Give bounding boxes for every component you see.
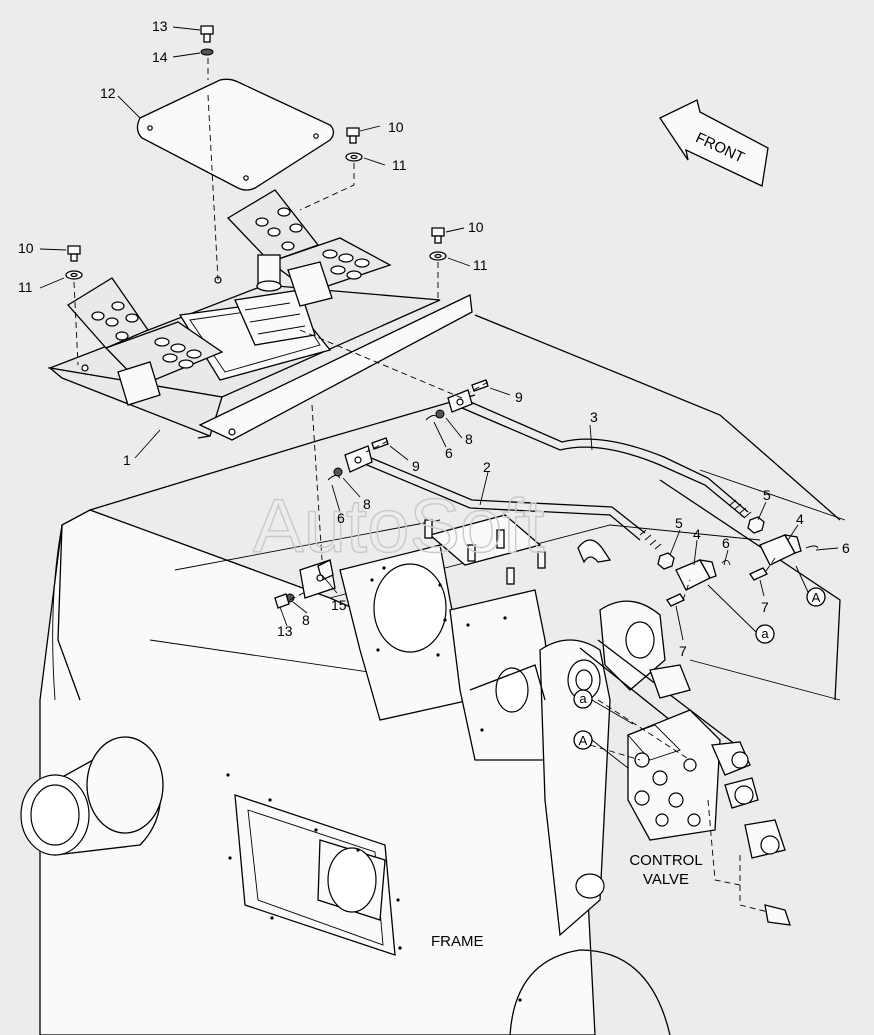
callout-7: 7 — [679, 643, 687, 659]
frame-label: FRAME — [431, 933, 484, 950]
callout-5: 5 — [763, 487, 771, 503]
callout-3: 3 — [590, 409, 598, 425]
svg-text:A: A — [579, 733, 588, 748]
linkage-rods — [344, 389, 752, 550]
callout-10: 10 — [468, 219, 484, 235]
callout-12: 12 — [100, 85, 116, 101]
callout-6: 6 — [842, 540, 850, 556]
callout-1: 1 — [123, 452, 131, 468]
reference-marker-a: a — [573, 689, 593, 709]
callout-7: 7 — [761, 599, 769, 615]
reference-marker-a: a — [755, 624, 775, 644]
control-valve — [627, 709, 791, 926]
reference-marker-A: A — [573, 730, 593, 750]
callout-5: 5 — [675, 515, 683, 531]
front-arrow: FRONT — [659, 99, 769, 187]
svg-text:A: A — [812, 590, 821, 605]
callout-6: 6 — [722, 535, 730, 551]
callout-11: 11 — [392, 157, 407, 173]
callout-14: 14 — [152, 49, 168, 65]
svg-text:a: a — [579, 691, 587, 706]
callout-4: 4 — [693, 526, 701, 542]
callout-10: 10 — [18, 240, 34, 256]
callout-4: 4 — [796, 511, 804, 527]
control-valve-label-line2: VALVE — [643, 871, 689, 888]
callout-8: 8 — [363, 496, 371, 512]
frame-body — [20, 314, 846, 1035]
callout-11: 11 — [473, 257, 488, 273]
control-valve-label-line1: CONTROL — [629, 852, 702, 869]
svg-text:a: a — [761, 626, 769, 641]
callout-2: 2 — [483, 459, 491, 475]
watermark: AutoSoft — [253, 484, 545, 569]
callout-13: 13 — [277, 623, 293, 639]
floor-details — [424, 514, 691, 701]
callout-10: 10 — [388, 119, 404, 135]
pedal-plate-assembly — [47, 189, 473, 441]
callouts: 13 14 12 10 11 10 11 10 11 1 9 8 6 3 9 2… — [18, 18, 850, 659]
callout-8: 8 — [465, 431, 473, 447]
callout-11: 11 — [18, 279, 33, 295]
top-fasteners — [65, 25, 447, 280]
hardware — [274, 379, 819, 609]
callout-9: 9 — [412, 458, 420, 474]
callout-6: 6 — [337, 510, 345, 526]
cover-plate — [136, 78, 335, 191]
callout-15: 15 — [331, 597, 347, 613]
callout-8: 8 — [302, 612, 310, 628]
reference-marker-A: A — [806, 587, 826, 607]
callout-13: 13 — [152, 18, 168, 34]
leader-lines — [39, 26, 839, 769]
callout-9: 9 — [515, 389, 523, 405]
callout-6: 6 — [445, 445, 453, 461]
assembly-lines — [73, 58, 776, 761]
